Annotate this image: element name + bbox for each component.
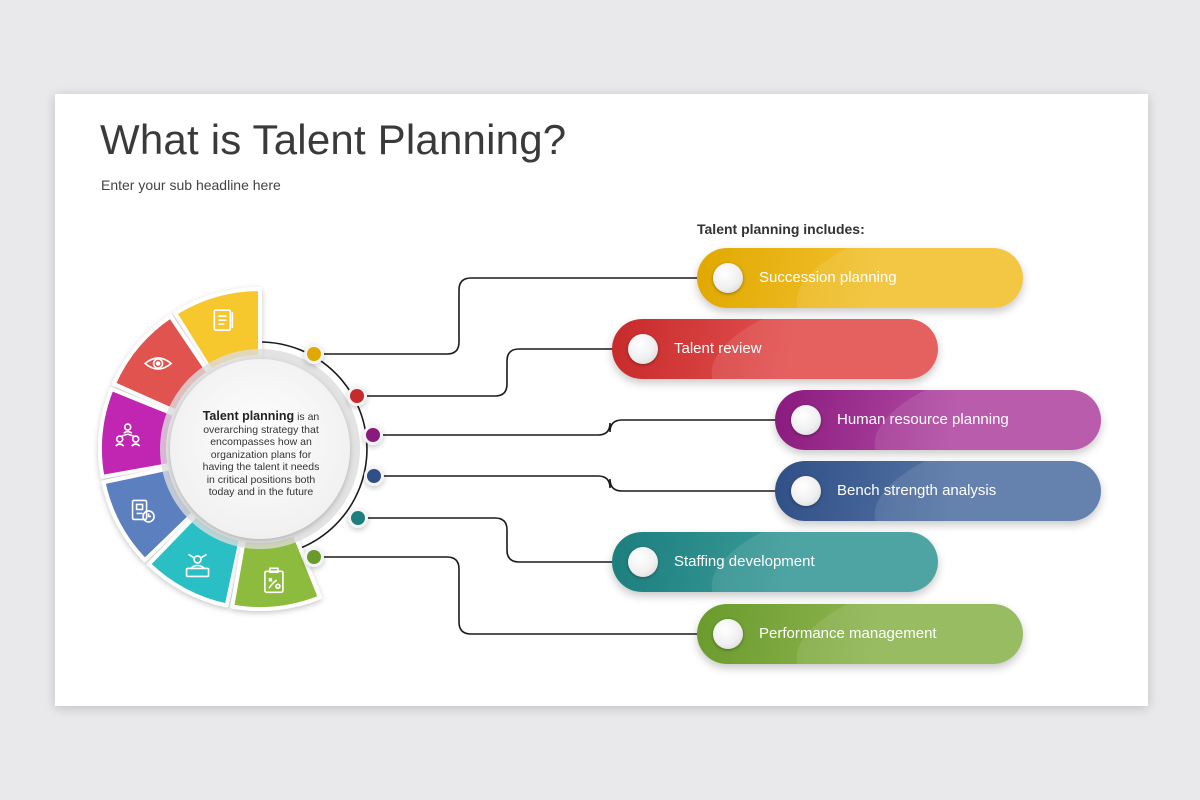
item-pill-6[interactable]: Performance management xyxy=(697,604,1023,664)
item-pill-3[interactable]: Human resource planning xyxy=(775,390,1101,450)
connector-dot-2 xyxy=(350,389,364,403)
page-subtitle: Enter your sub headline here xyxy=(101,177,281,193)
item-label: Staffing development xyxy=(674,553,815,570)
item-pill-4[interactable]: Bench strength analysis xyxy=(775,461,1101,521)
talent-diagram xyxy=(98,277,795,635)
item-knob xyxy=(628,547,658,577)
connector-line-5 xyxy=(358,517,632,563)
item-label: Performance management xyxy=(759,625,937,642)
connector-line-6 xyxy=(314,556,717,635)
connector-line-1 xyxy=(314,277,717,355)
item-pill-2[interactable]: Talent review xyxy=(612,319,938,379)
item-label: Succession planning xyxy=(759,269,897,286)
connector-line-4 xyxy=(374,475,795,492)
presenter-icon xyxy=(185,553,210,578)
eye-icon xyxy=(143,357,173,370)
slide: What is Talent Planning? Enter your sub … xyxy=(55,94,1148,706)
connector-dot-5 xyxy=(351,511,365,525)
connector-dot-3 xyxy=(366,428,380,442)
team-hierarchy-icon xyxy=(115,423,141,447)
connector-line-2 xyxy=(357,348,632,397)
item-knob xyxy=(713,619,743,649)
includes-heading: Talent planning includes: xyxy=(697,221,865,237)
clipboard-icon xyxy=(213,309,234,331)
item-knob xyxy=(791,405,821,435)
center-circle xyxy=(170,359,350,539)
center-body: is an overarching strategy that encompas… xyxy=(202,411,320,498)
item-label: Bench strength analysis xyxy=(837,482,997,499)
center-title: Talent planning xyxy=(202,409,295,423)
strategy-board-icon xyxy=(264,567,284,594)
item-label: Human resource planning xyxy=(837,411,1009,428)
item-label: Talent review xyxy=(674,340,762,357)
connector-dot-6 xyxy=(307,550,321,564)
item-knob xyxy=(628,334,658,364)
connector-dot-1 xyxy=(307,347,321,361)
page-title: What is Talent Planning? xyxy=(100,116,567,163)
connector-dot-4 xyxy=(367,469,381,483)
item-knob xyxy=(791,476,821,506)
item-pill-1[interactable]: Succession planning xyxy=(697,248,1023,308)
center-description: Talent planning is an overarching strate… xyxy=(198,410,324,499)
document-clock-icon xyxy=(131,499,155,523)
connector-line-3 xyxy=(373,419,795,436)
item-knob xyxy=(713,263,743,293)
connector-dots xyxy=(304,344,384,567)
connector-lines xyxy=(259,277,795,635)
item-pill-5[interactable]: Staffing development xyxy=(612,532,938,592)
